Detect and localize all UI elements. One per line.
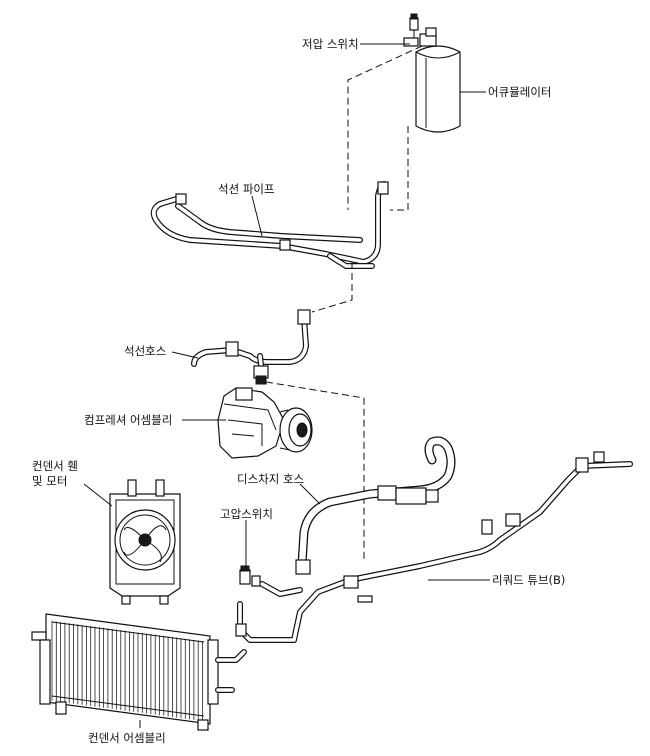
high-pressure-switch-part <box>239 565 261 587</box>
connection-dash-2 <box>390 126 409 211</box>
label-accumulator: 어큐뮬레이터 <box>488 85 551 99</box>
label-condenser-fan-line2: 및 모터 <box>32 474 67 488</box>
label-suction-pipe: 석션 파이프 <box>218 182 275 196</box>
label-compressor-assembly: 컴프레셔 어셈블리 <box>84 413 172 427</box>
compressor-part <box>217 387 313 459</box>
leader-lines <box>83 43 490 728</box>
label-low-pressure-switch: 저압 스위치 <box>302 37 359 51</box>
suction-pipe-part <box>150 181 389 269</box>
low-pressure-switch-part <box>409 13 419 38</box>
condenser-fan-part <box>109 479 181 605</box>
label-suction-hose: 석선호스 <box>124 344 166 358</box>
label-liquid-tube-b: 리쿼드 튜브(B) <box>492 573 565 587</box>
connection-dash-4 <box>265 381 365 560</box>
label-discharge-hose: 디스차지 호스 <box>237 472 304 486</box>
discharge-hose-part <box>295 436 456 575</box>
liquid-tube-b-part <box>235 451 633 643</box>
connection-dash-1 <box>347 45 423 210</box>
label-condenser-assembly: 컨덴서 어셈블리 <box>88 731 166 745</box>
label-condenser-fan-line1: 컨덴서 휀 <box>32 459 78 473</box>
accumulator-part <box>403 27 461 133</box>
condenser-assembly-part <box>31 613 247 731</box>
connection-dash-3 <box>311 262 353 313</box>
label-high-pressure-switch: 고압스위치 <box>220 507 273 521</box>
suction-hose-part <box>191 309 311 385</box>
